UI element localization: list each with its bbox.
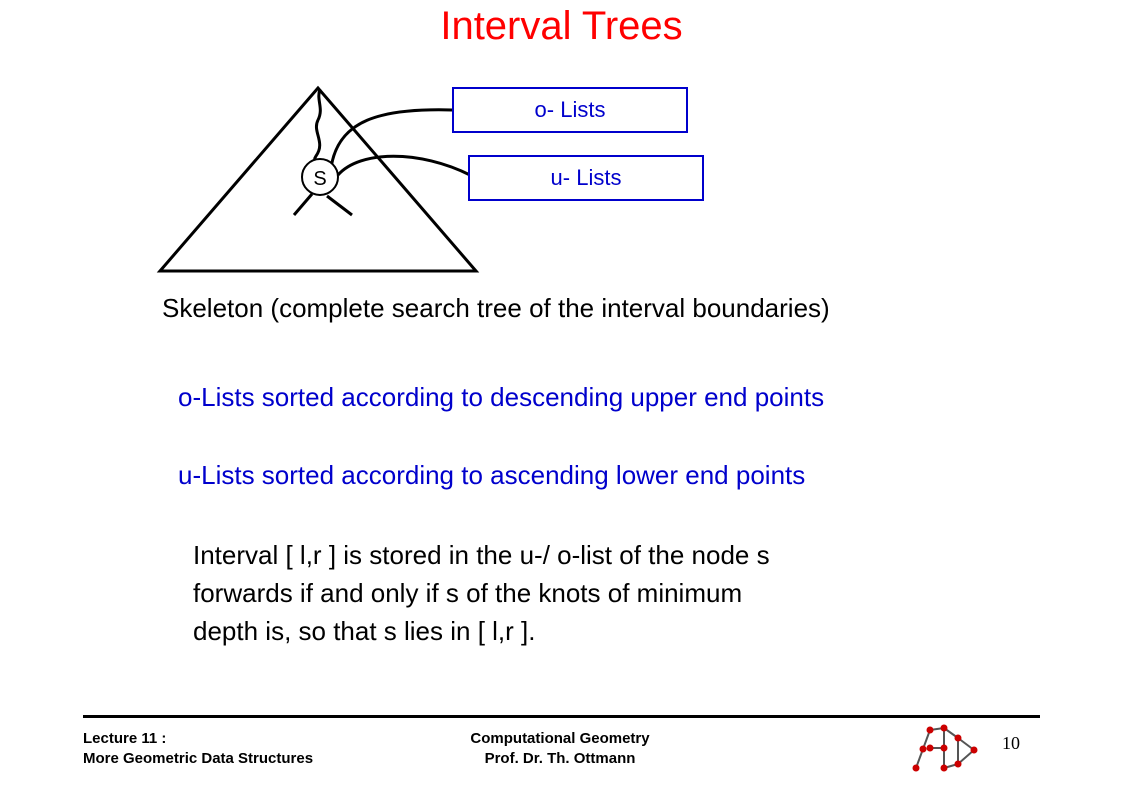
footer-course-author: Prof. Dr. Th. Ottmann [484, 750, 636, 767]
skeleton-triangle [156, 85, 480, 273]
footer-course-title: Computational Geometry [470, 730, 650, 747]
node-s-label: S [313, 168, 326, 190]
u-lists-description: u-Lists sorted according to ascending lo… [178, 460, 806, 490]
u-lists-box: u- Lists [468, 155, 704, 201]
right-child-edge [326, 194, 353, 217]
o-list-connector [329, 108, 453, 169]
rule-line-3: depth is, so that s lies in [ l,r ]. [193, 616, 536, 646]
footer-course: Computational Geometry Prof. Dr. Th. Ott… [425, 729, 695, 769]
footer-lecture-title: More Geometric Data Structures [83, 750, 314, 767]
rule-line-1: Interval [ l,r ] is stored in the u-/ o-… [193, 540, 770, 570]
page-number: 10 [1002, 733, 1020, 753]
skeleton-caption: Skeleton (complete search tree of the in… [162, 293, 830, 323]
o-lists-description: o-Lists sorted according to descending u… [178, 382, 825, 412]
footer-divider [83, 715, 1040, 718]
footer-lecture: Lecture 11 : More Geometric Data Structu… [83, 729, 313, 769]
u-list-connector [336, 154, 471, 177]
left-child-edge [292, 193, 314, 216]
molecule-logo-icon [912, 724, 978, 772]
interval-tree-diagram: S [156, 85, 480, 273]
interval-storage-rule: Interval [ l,r ] is stored in the u-/ o-… [193, 536, 770, 650]
node-s-circle [301, 158, 339, 196]
footer-lecture-number: Lecture 11 : [83, 730, 167, 747]
o-lists-box: o- Lists [452, 87, 688, 133]
rule-line-2: forwards if and only if s of the knots o… [193, 578, 743, 608]
tree-path-line [313, 88, 322, 171]
page-title: Interval Trees [440, 4, 683, 48]
